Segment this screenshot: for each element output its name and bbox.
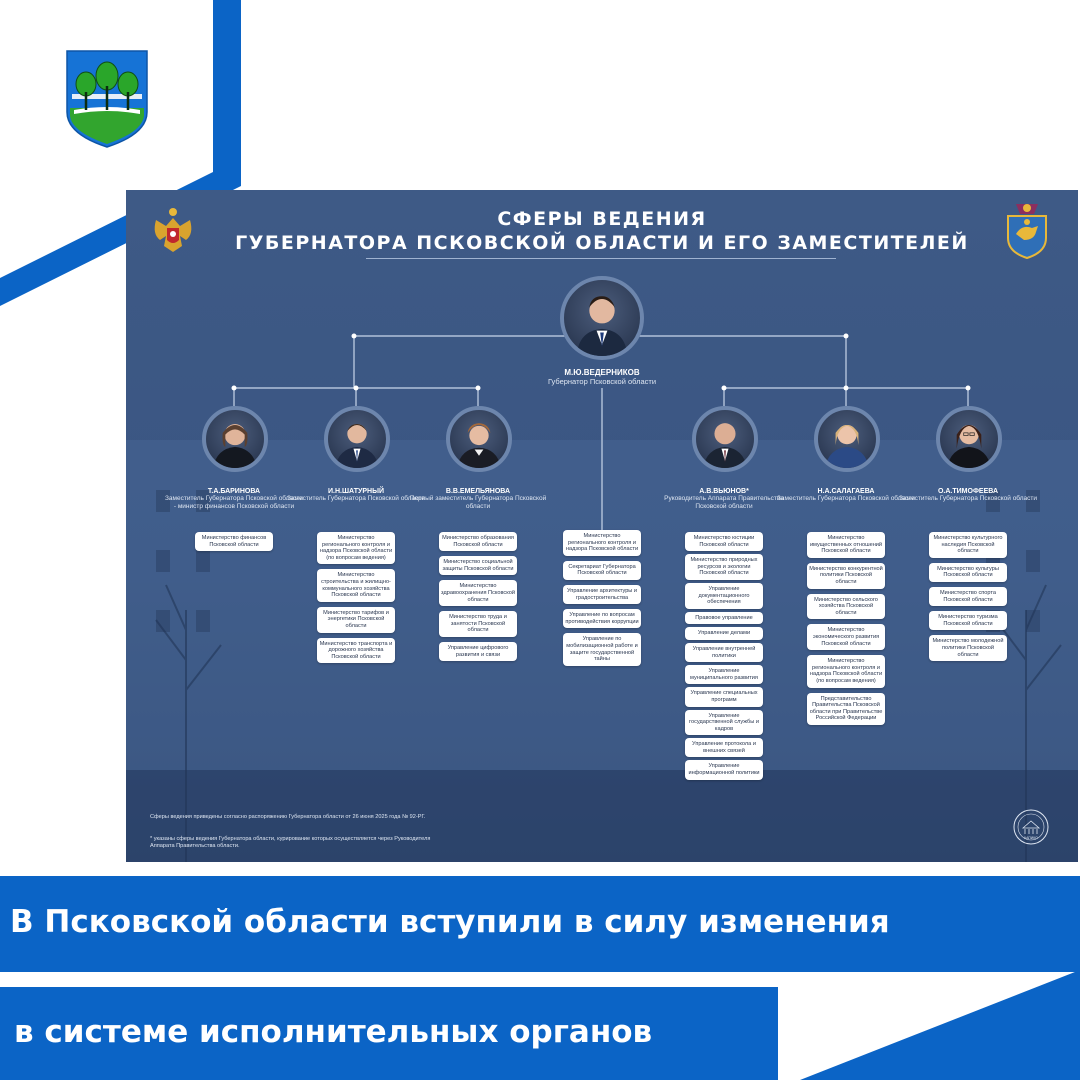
deputy-3-departments: Министерство образования Псковской облас… (439, 532, 517, 662)
russia-coat-of-arms-icon (150, 206, 196, 256)
deputy-4-departments: Министерство юстиции Псковской области М… (685, 532, 763, 780)
deputy-3-role: Первый заместитель Губернатора Псковской… (409, 495, 547, 510)
org-chart-poster: СФЕРЫ ВЕДЕНИЯ ГУБЕРНАТОРА ПСКОВСКОЙ ОБЛА… (126, 190, 1078, 862)
department-box: Министерство туризма Псковской области (929, 611, 1007, 631)
department-box: Министерство здравоохранения Псковской о… (439, 580, 517, 607)
footnote-source: Сферы ведения приведены согласно распоря… (150, 814, 426, 820)
deputy-6-name: О.А.ТИМОФЕЕВА (937, 488, 999, 495)
department-box: Министерство тарифов и энергетики Псковс… (317, 606, 395, 633)
deputy-5-portrait (814, 406, 880, 472)
department-box: Министерство финансов Псковской области (195, 532, 273, 552)
deputy-6-portrait (936, 406, 1002, 472)
deputy-5-role: Заместитель Губернатора Псковской област… (776, 495, 916, 502)
deputy-6-departments: Министерство культурного наследия Псковс… (929, 532, 1007, 662)
deputy-1-role: Заместитель Губернатора Псковской област… (164, 495, 304, 510)
deputy-4-portrait (692, 406, 758, 472)
department-box: Управление информационной политики (685, 760, 763, 780)
department-box: Управление архитектуры и градостроительс… (563, 584, 641, 605)
headline-line-1: В Псковской области вступили в силу изме… (10, 904, 890, 940)
poster-title-line2: ГУБЕРНАТОРА ПСКОВСКОЙ ОБЛАСТИ И ЕГО ЗАМЕ… (235, 232, 969, 254)
department-box: Секретариат Губернатора Псковской област… (563, 560, 641, 580)
department-box: Управление муниципального развития (685, 665, 763, 685)
governor-name: М.Ю.ВЕДЕРНИКОВ (564, 368, 640, 377)
department-box: Министерство транспорта и дорожного хозя… (317, 637, 395, 664)
department-box: Представительство Правительства Псковско… (807, 692, 885, 725)
pskov-coat-of-arms-icon (1004, 202, 1050, 260)
department-box: Управление по вопросам противодействия к… (563, 609, 641, 629)
department-box: Министерство труда и занятости Псковской… (439, 611, 517, 637)
department-box: Министерство имущественных отношений Пск… (807, 532, 885, 558)
deputy-3-portrait (446, 406, 512, 472)
headline-line-2: в системе исполнительных органов (14, 1014, 653, 1050)
kapiko-seal-icon: КАПИКО (1012, 808, 1050, 846)
department-box: Управление по мобилизационной работе и з… (563, 633, 641, 666)
deputy-2-departments: Министерство регионального контроля и на… (317, 532, 395, 664)
governor-role: Губернатор Псковской области (547, 377, 657, 386)
deputy-5-departments: Министерство имущественных отношений Пск… (807, 532, 885, 725)
deputy-2-role: Заместитель Губернатора Псковской област… (286, 495, 426, 502)
department-box: Министерство спорта Псковской области (929, 586, 1007, 607)
department-box: Министерство регионального контроля и на… (563, 530, 641, 556)
deputy-4-role: Руководитель Аппарата Правительства Пско… (664, 495, 784, 510)
department-box: Министерство экономического развития Пск… (807, 624, 885, 651)
department-box: Министерство регионального контроля и на… (317, 532, 395, 565)
department-box: Управление документационного обеспечения (685, 582, 763, 609)
department-box: Министерство культурного наследия Псковс… (929, 532, 1007, 558)
municipal-coat-of-arms-icon (66, 50, 148, 148)
department-box: Правовое управление (685, 611, 763, 625)
deputy-1-departments: Министерство финансов Псковской области (195, 532, 273, 552)
footnote-asterisk: * указаны сферы ведения Губернатора обла… (150, 836, 431, 849)
department-box: Управление цифрового развития и связи (439, 641, 517, 662)
deputy-3-name: В.В.ЕМЕЛЬЯНОВА (445, 488, 511, 495)
department-box: Министерство строительства и жилищно-ком… (317, 569, 395, 602)
department-box: Управление специальных программ (685, 687, 763, 707)
department-box: Управление государственной службы и кадр… (685, 709, 763, 736)
department-box: Министерство природных ресурсов и эколог… (685, 554, 763, 580)
deputy-5-name: Н.А.САЛАГАЕВА (817, 488, 875, 495)
department-box: Министерство конкурентной политики Псков… (807, 562, 885, 589)
department-box: Министерство молодежной политики Псковск… (929, 635, 1007, 662)
department-box: Управление делами (685, 627, 763, 640)
deputy-1-portrait (202, 406, 268, 472)
deputy-2-name: И.Н.ШАТУРНЫЙ (328, 488, 384, 495)
department-box: Министерство культуры Псковской области (929, 562, 1007, 582)
department-box: Министерство образования Псковской облас… (439, 532, 517, 552)
title-underline (366, 258, 836, 259)
deputy-1-name: Т.А.БАРИНОВА (207, 488, 261, 495)
department-box: Управление внутренней политики (685, 642, 763, 663)
deputy-6-role: Заместитель Губернатора Псковской област… (898, 495, 1038, 502)
department-box: Министерство социальной защиты Псковской… (439, 556, 517, 576)
deputy-2-portrait (324, 406, 390, 472)
department-box: Министерство регионального контроля и на… (807, 655, 885, 688)
governor-portrait (560, 276, 644, 360)
governor-departments: Министерство регионального контроля и на… (563, 530, 641, 666)
department-box: Управление протокола и внешних связей (685, 738, 763, 758)
deputy-4-name: А.В.ВЬЮНОВ* (699, 488, 749, 495)
department-box: Министерство юстиции Псковской области (685, 532, 763, 552)
poster-title-line1: СФЕРЫ ВЕДЕНИЯ (497, 208, 707, 230)
department-box: Министерство сельского хозяйства Псковск… (807, 593, 885, 620)
svg-text:КАПИКО: КАПИКО (1024, 836, 1038, 840)
